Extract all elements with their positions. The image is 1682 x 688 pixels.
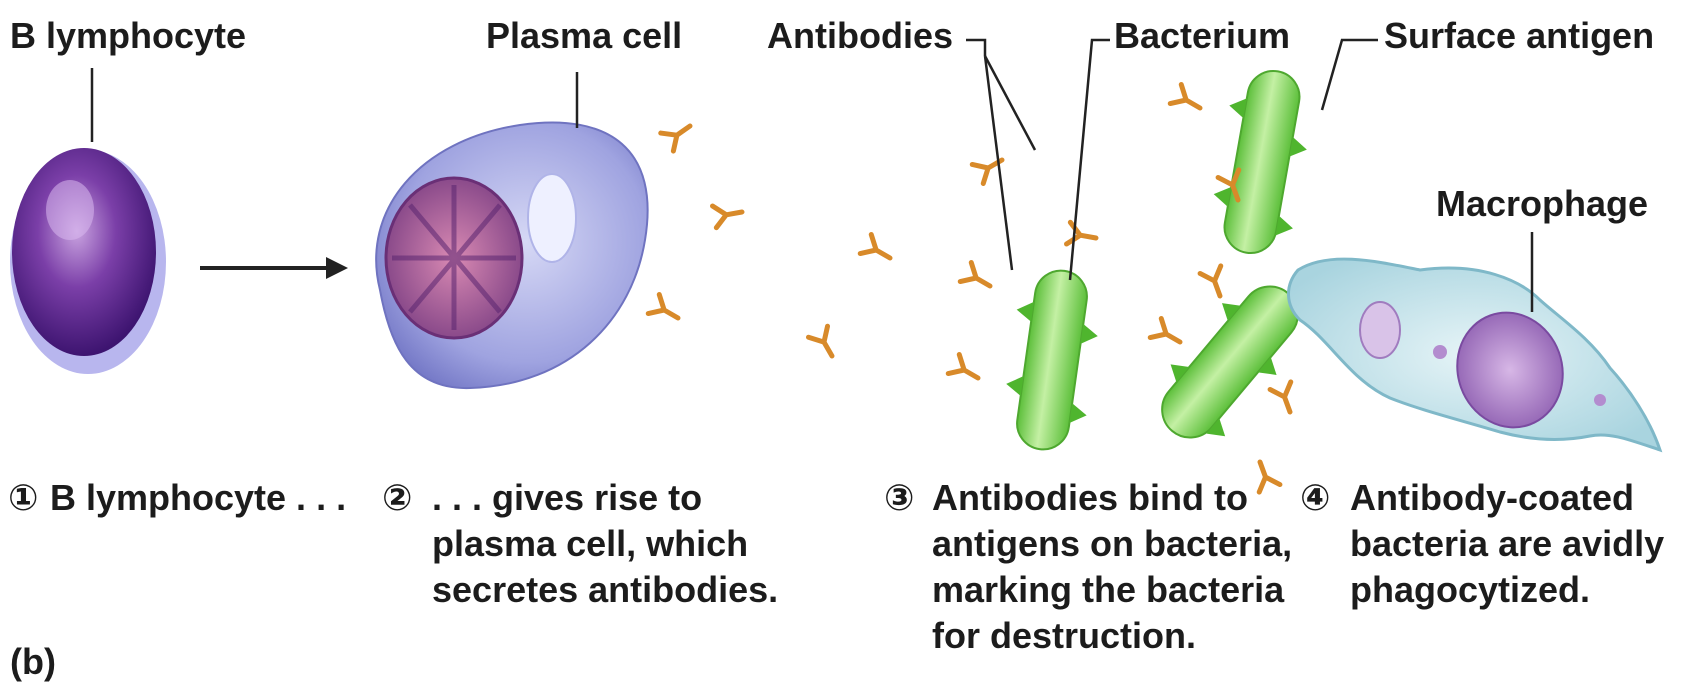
antibody bbox=[1270, 382, 1300, 416]
antibody bbox=[960, 262, 995, 295]
step-4-caption: ④ Antibody-coated bacteria are avidly ph… bbox=[1300, 477, 1664, 610]
bacterium-label: Bacterium bbox=[1114, 15, 1290, 56]
step-4-number: ④ bbox=[1300, 477, 1330, 518]
antibody bbox=[1170, 84, 1205, 117]
step-3-line-2: antigens on bacteria, bbox=[932, 523, 1292, 564]
antibody bbox=[948, 354, 983, 387]
step-3-line-1: Antibodies bind to bbox=[932, 477, 1248, 518]
surface-antigen-label: Surface antigen bbox=[1384, 15, 1654, 56]
antibody bbox=[1250, 458, 1280, 492]
antibodies-leader-hook bbox=[966, 40, 985, 56]
step-3-number: ③ bbox=[884, 477, 914, 518]
step-4-line-1: Antibody-coated bbox=[1350, 477, 1634, 518]
antibody bbox=[648, 294, 683, 327]
antibody bbox=[972, 150, 1007, 183]
step-1-number: ① bbox=[8, 477, 38, 518]
differentiation-arrow bbox=[200, 257, 348, 279]
step-3-caption: ③ Antibodies bind to antigens on bacteri… bbox=[884, 477, 1292, 656]
step-2-number: ② bbox=[382, 477, 412, 518]
step-2-line-3: secretes antibodies. bbox=[432, 569, 778, 610]
antibody bbox=[1150, 318, 1185, 351]
step-1-caption: ① B lymphocyte . . . bbox=[8, 477, 346, 518]
antibody bbox=[1200, 266, 1230, 300]
surface-antigen-leader bbox=[1322, 40, 1378, 110]
antibody bbox=[713, 201, 744, 228]
plasma-cell-label: Plasma cell bbox=[486, 15, 682, 56]
step-4-line-3: phagocytized. bbox=[1350, 569, 1590, 610]
antibodies-leader-1 bbox=[985, 56, 1035, 150]
panel-label: (b) bbox=[10, 641, 56, 682]
b-lymphocyte-label: B lymphocyte bbox=[10, 15, 246, 56]
step-2-caption: ② . . . gives rise to plasma cell, which… bbox=[382, 477, 778, 610]
macrophage-cell bbox=[1288, 259, 1660, 450]
bacterium-center bbox=[998, 265, 1106, 455]
step-1-line-1: B lymphocyte . . . bbox=[50, 477, 346, 518]
antibody bbox=[1067, 222, 1098, 249]
antibodies-label: Antibodies bbox=[767, 15, 953, 56]
step-3-line-4: for destruction. bbox=[932, 615, 1196, 656]
antibody bbox=[808, 326, 841, 361]
bacterium-upper-right bbox=[1205, 64, 1320, 260]
antibody bbox=[860, 234, 895, 267]
antibody bbox=[661, 117, 697, 151]
step-2-line-1: . . . gives rise to bbox=[432, 477, 702, 518]
b-lymphocyte-cell bbox=[10, 148, 166, 374]
plasma-cell bbox=[376, 123, 647, 389]
step-2-line-2: plasma cell, which bbox=[432, 523, 748, 564]
step-4-line-2: bacteria are avidly bbox=[1350, 523, 1664, 564]
bacterium-leader bbox=[1070, 40, 1110, 280]
antibodies-leader-2 bbox=[985, 56, 1012, 270]
step-3-line-3: marking the bacteria bbox=[932, 569, 1285, 610]
macrophage-label: Macrophage bbox=[1436, 183, 1648, 224]
